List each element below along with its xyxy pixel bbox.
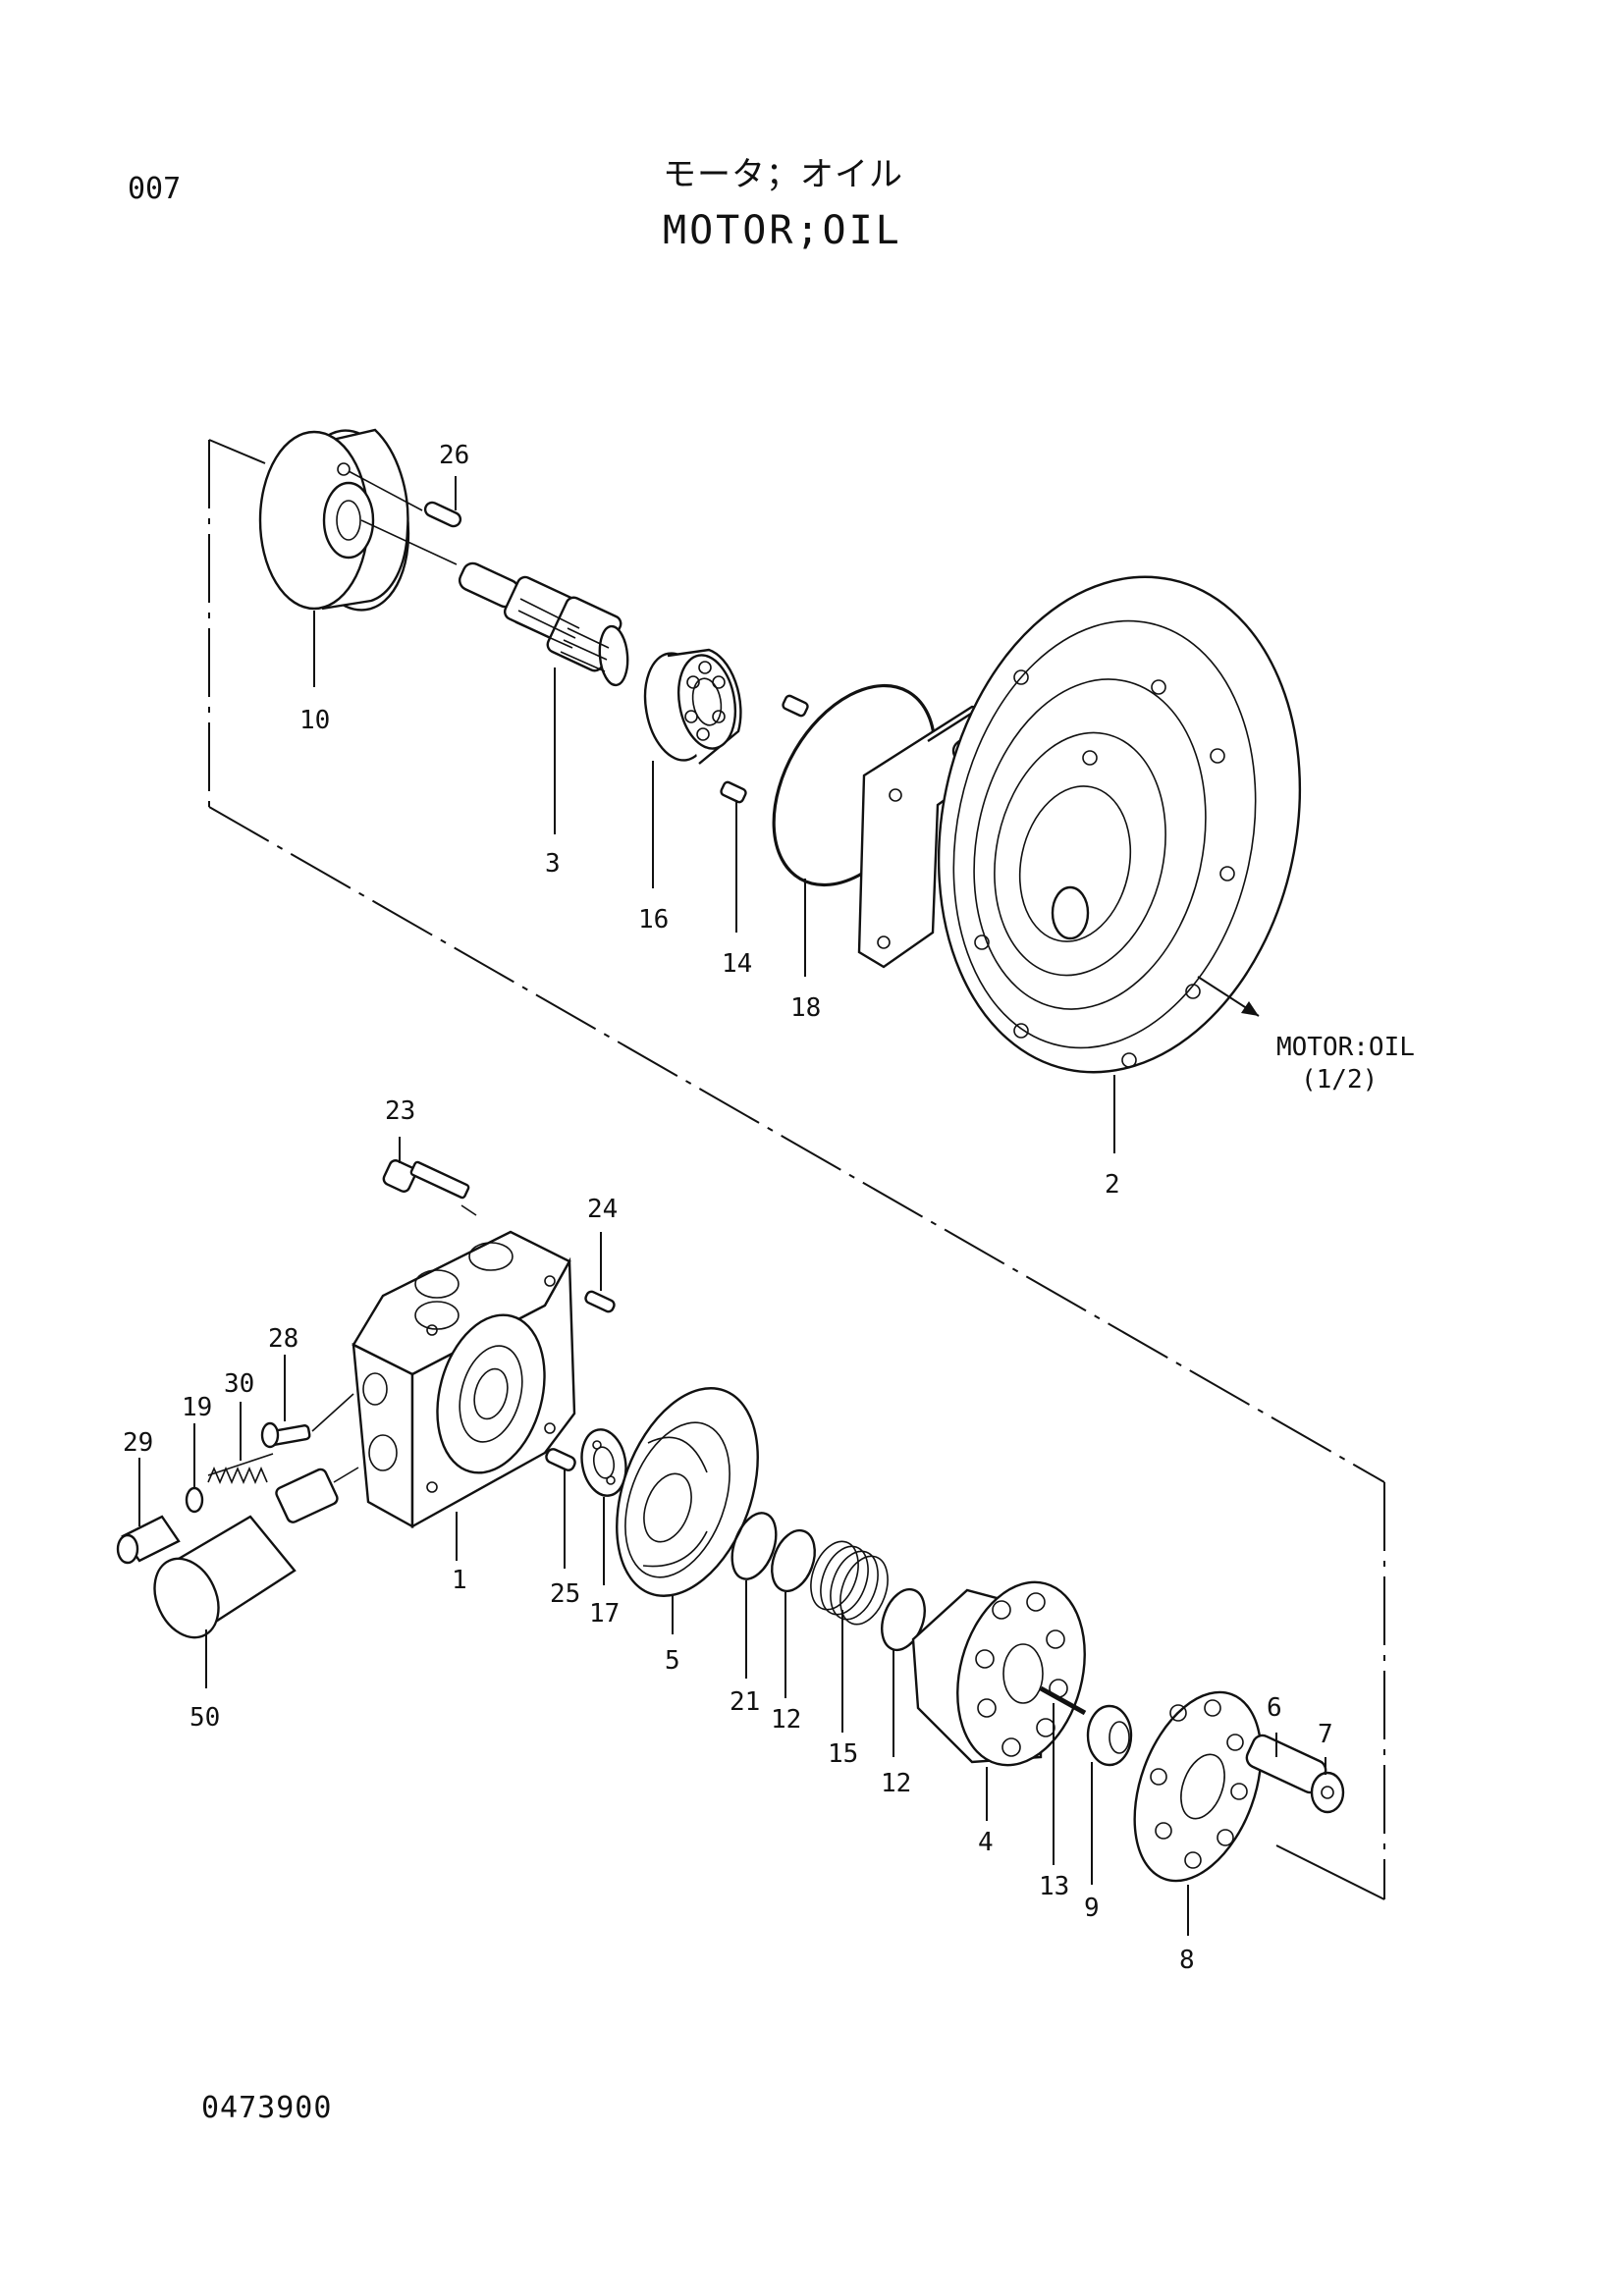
callout-4: 4 <box>978 1828 994 1857</box>
part-9-bushing <box>1086 1704 1133 1767</box>
part-13-pin <box>1039 1685 1087 1716</box>
assembly-frame <box>208 439 1385 1900</box>
part-24-pin <box>584 1290 616 1313</box>
part-2-housing <box>857 575 1302 1074</box>
callout-17: 17 <box>589 1599 620 1629</box>
document-number: 0473900 <box>201 2091 333 2125</box>
callout-18: 18 <box>790 993 821 1023</box>
part-14-plugs <box>720 694 809 804</box>
part-7-shoe <box>1310 1771 1345 1814</box>
callout-9: 9 <box>1084 1894 1100 1923</box>
callout-26: 26 <box>439 441 469 470</box>
title-english: MOTOR;OIL <box>663 208 902 253</box>
reference-line-2: (1/2) <box>1301 1065 1378 1095</box>
part-30-spring <box>207 1453 274 1485</box>
callout-12-b: 12 <box>881 1769 911 1798</box>
callout-10: 10 <box>299 706 330 735</box>
part-21-snap-ring <box>730 1512 778 1580</box>
part-29-plug <box>116 1515 181 1565</box>
callout-2: 2 <box>1105 1170 1120 1200</box>
part-10-cover <box>258 428 410 612</box>
callout-29: 29 <box>123 1428 153 1458</box>
part-23-bolt <box>382 1159 477 1216</box>
part-8-retainer-plate <box>1133 1690 1263 1883</box>
upper-leader-lines <box>313 476 1115 1153</box>
callout-1: 1 <box>452 1566 467 1595</box>
part-1-valve-block <box>352 1230 576 1529</box>
part-12-ring-a <box>771 1528 816 1593</box>
reference-arrow <box>1197 976 1260 1017</box>
part-19-o-ring <box>185 1486 204 1514</box>
callout-13: 13 <box>1039 1872 1069 1901</box>
callout-6: 6 <box>1267 1693 1282 1723</box>
callout-8: 8 <box>1179 1946 1195 1975</box>
callout-5: 5 <box>665 1646 680 1676</box>
callout-14: 14 <box>722 949 752 979</box>
part-26-pin <box>423 501 462 528</box>
callout-15: 15 <box>828 1739 858 1769</box>
part-15-spring <box>810 1540 889 1626</box>
part-17-bearing <box>580 1428 627 1497</box>
callout-50: 50 <box>189 1703 220 1733</box>
callout-7: 7 <box>1318 1720 1333 1749</box>
callout-19: 19 <box>182 1393 212 1422</box>
part-25-pin <box>545 1448 576 1471</box>
part-3-shaft <box>458 561 629 687</box>
title-japanese: モータ；オイル <box>663 155 903 194</box>
callout-24: 24 <box>587 1195 618 1224</box>
callout-23: 23 <box>385 1096 415 1126</box>
callout-3: 3 <box>545 849 561 879</box>
part-50-relief-valve <box>153 1468 339 1639</box>
callout-16: 16 <box>638 905 669 934</box>
part-4-cylinder-block <box>911 1580 1086 1767</box>
callout-12-a: 12 <box>771 1705 801 1735</box>
lower-leader-lines <box>138 1137 1326 1936</box>
part-28-screw <box>260 1421 311 1449</box>
callout-21: 21 <box>730 1687 760 1717</box>
callout-28: 28 <box>268 1324 298 1354</box>
part-16-bearing <box>643 648 742 765</box>
page-code: 007 <box>128 172 182 206</box>
part-5-valve-plate <box>616 1387 759 1597</box>
callout-25: 25 <box>550 1579 580 1609</box>
callout-30: 30 <box>224 1369 254 1399</box>
reference-line-1: MOTOR:OIL <box>1276 1033 1415 1062</box>
